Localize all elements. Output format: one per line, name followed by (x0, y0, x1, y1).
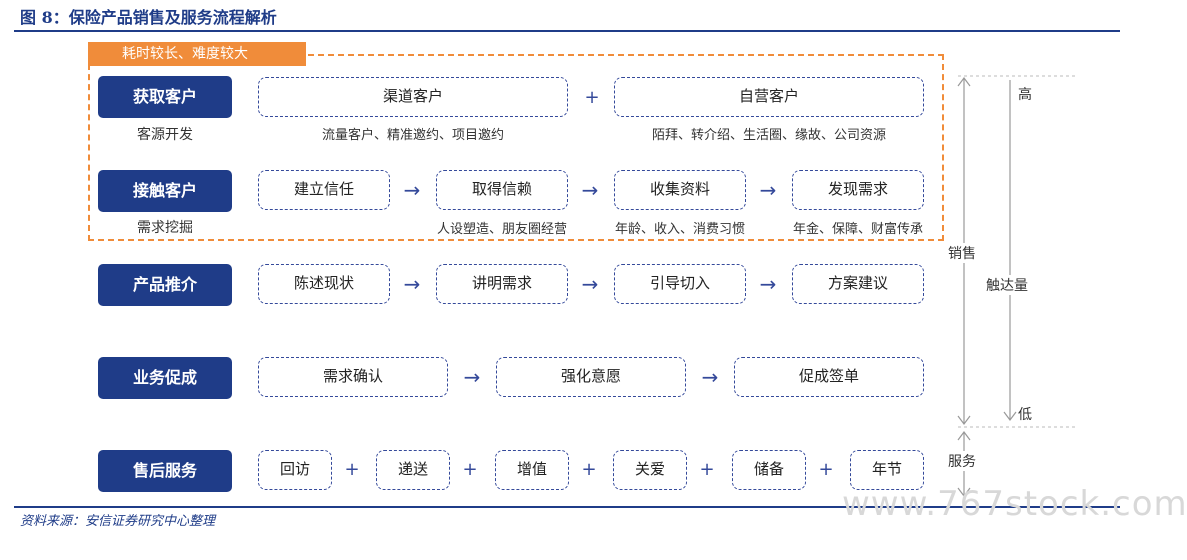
arrow-connector: → (403, 272, 421, 296)
sub-discover-needs: 年金、保障、财富传承 (792, 222, 923, 237)
arrow-connector: → (581, 178, 599, 202)
stage-acquire-customer-sub: 客源开发 (137, 127, 193, 143)
title-divider (14, 30, 1120, 32)
plus-connector: + (462, 459, 478, 480)
box-build-trust: 建立信任 (258, 170, 390, 210)
source-note: 资料来源：安信证券研究中心整理 (20, 514, 216, 529)
arrow-connector: → (701, 365, 719, 389)
plus-connector: + (581, 459, 597, 480)
plus-connector: + (699, 459, 715, 480)
highlight-tag: 耗时较长、难度较大 (88, 42, 306, 66)
box-sign-contract: 促成签单 (734, 357, 924, 397)
sub-collect-info: 年龄、收入、消费习惯 (614, 222, 745, 237)
box-confirm-needs: 需求确认 (258, 357, 448, 397)
box-care: 关爱 (613, 450, 687, 490)
watermark: www.767stock.com (842, 484, 1187, 524)
plus-connector: + (344, 459, 360, 480)
box-self-customer: 自营客户 (614, 77, 924, 117)
arrow-connector: → (403, 178, 421, 202)
arrow-connector: → (463, 365, 481, 389)
arrow-connector: → (759, 272, 777, 296)
box-state-status: 陈述现状 (258, 264, 390, 304)
arrow-connector: → (581, 272, 599, 296)
sub-self-customer: 陌拜、转介绍、生活圈、缘故、公司资源 (651, 128, 886, 143)
sub-gain-reliance: 人设塑造、朋友圈经营 (436, 222, 567, 237)
stage-after-sales: 售后服务 (98, 450, 232, 492)
box-channel-customer: 渠道客户 (258, 77, 568, 117)
highlight-frame (88, 54, 944, 241)
box-holiday: 年节 (850, 450, 924, 490)
box-delivery: 递送 (376, 450, 450, 490)
box-collect-info: 收集资料 (614, 170, 746, 210)
box-explain-needs: 讲明需求 (436, 264, 568, 304)
low-label: 低 (1018, 407, 1032, 423)
box-follow-up-visit: 回访 (258, 450, 332, 490)
stage-contact-customer-sub: 需求挖掘 (137, 220, 193, 236)
stage-acquire-customer: 获取客户 (98, 76, 232, 118)
box-guide-entry: 引导切入 (614, 264, 746, 304)
footer-divider (14, 506, 1120, 508)
box-strengthen-will: 强化意愿 (496, 357, 686, 397)
plus-connector: + (818, 459, 834, 480)
box-reserve: 储备 (732, 450, 806, 490)
arrow-connector: → (759, 178, 777, 202)
figure-title: 图 8：保险产品销售及服务流程解析 (20, 8, 277, 27)
service-label: 服务 (948, 451, 976, 471)
box-gain-reliance: 取得信赖 (436, 170, 568, 210)
stage-contact-customer: 接触客户 (98, 170, 232, 212)
plus-connector: + (584, 87, 600, 108)
high-label: 高 (1018, 87, 1032, 103)
box-discover-needs: 发现需求 (792, 170, 924, 210)
box-plan-proposal: 方案建议 (792, 264, 924, 304)
reach-volume-label: 触达量 (986, 275, 1028, 295)
stage-product-pitch: 产品推介 (98, 264, 232, 306)
stage-close-deal: 业务促成 (98, 357, 232, 399)
sub-channel-customer: 流量客户、精准邀约、项目邀约 (321, 128, 504, 143)
sales-label: 销售 (948, 243, 976, 263)
box-value-added: 增值 (495, 450, 569, 490)
